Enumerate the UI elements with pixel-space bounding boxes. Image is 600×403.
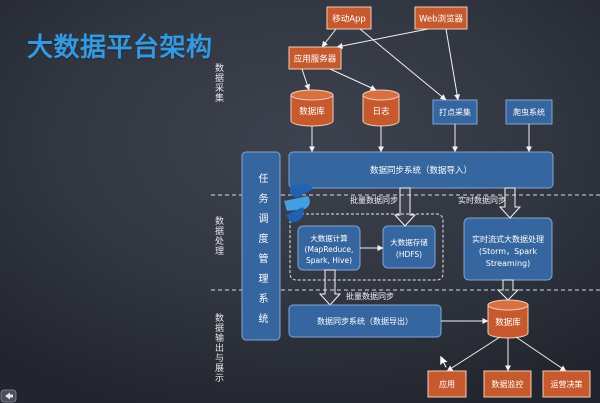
slide-nav-icon[interactable] xyxy=(0,389,17,403)
stream-processing-label-line2: (Storm，Spark xyxy=(479,247,538,256)
scheduler-box xyxy=(241,151,281,341)
monitoring-label: 数据监控 xyxy=(492,379,524,389)
logo-watermark-icon xyxy=(284,184,313,223)
sync-import-label: 数据同步系统（数据导入） xyxy=(370,165,472,176)
crawler-box xyxy=(505,99,553,125)
sync-import-box xyxy=(288,151,554,189)
batch-export-label: 批量数据同步 xyxy=(346,291,394,301)
crawler-node: 爬虫系统 xyxy=(505,99,553,125)
layer-label-collection: 数据采集 xyxy=(213,63,223,103)
log-cylinder xyxy=(362,94,400,127)
operations-decision-box xyxy=(542,370,591,398)
source-database-top xyxy=(290,89,334,101)
application-label: 应用 xyxy=(439,379,455,389)
stream-processing-label-line3: Streaming) xyxy=(486,259,530,268)
event-tracking-label: 打点采集 xyxy=(439,107,471,117)
monitoring-box xyxy=(483,370,532,398)
event-tracking-node: 打点采集 xyxy=(432,99,478,125)
storage-box xyxy=(382,225,436,269)
log-node: 日志 xyxy=(362,89,400,127)
storage-label-line1: 大数据存储 xyxy=(390,237,428,247)
sync-import-node: 数据同步系统（数据导入） xyxy=(288,151,554,189)
block-arrow-compute-to-export xyxy=(318,269,342,306)
batch-compute-label-line2: (MapReduce, xyxy=(305,245,354,254)
batch-compute-node: 大数据计算 (MapReduce, Spark, Hive) xyxy=(297,225,361,271)
block-arrow-stream-to-database xyxy=(496,279,520,301)
web-browser-label: Web浏览器 xyxy=(419,14,464,25)
output-database-node: 数据库 xyxy=(487,299,529,339)
arrow-app-server-to-log xyxy=(329,68,377,91)
output-database-top xyxy=(487,299,529,311)
page-title: 大数据平台架构 xyxy=(27,33,213,63)
app-server-label: 应用服务器 xyxy=(294,54,337,65)
block-arrow-import-to-storage xyxy=(393,187,417,227)
monitoring-node: 数据监控 xyxy=(483,370,532,398)
block-arrow-import-to-stream xyxy=(498,187,522,219)
mobile-app-label: 移动App xyxy=(332,14,366,25)
realtime-import-label: 实时数据同步 xyxy=(458,195,506,205)
app-server-node: 应用服务器 xyxy=(288,46,342,70)
output-database-label: 数据库 xyxy=(495,317,521,328)
arrow-mobile-app-to-event-tracking xyxy=(359,28,447,101)
web-browser-node: Web浏览器 xyxy=(414,6,468,30)
batch-compute-label-line1: 大数据计算 xyxy=(310,233,348,243)
operations-decision-label: 运营决策 xyxy=(551,379,583,389)
mobile-app-box xyxy=(326,6,372,30)
sync-export-node: 数据同步系统（数据导出） xyxy=(288,304,442,338)
arrow-web-browser-to-event-tracking xyxy=(445,28,461,101)
source-database-node: 数据库 xyxy=(290,89,334,127)
batch-compute-label-line3: Spark, Hive) xyxy=(306,256,352,265)
stream-processing-node: 实时流式大数据处理 (Storm，Spark Streaming) xyxy=(463,217,553,281)
log-top xyxy=(362,89,400,101)
source-database-cylinder xyxy=(290,94,334,127)
layer-label-processing: 数据处理 xyxy=(213,216,223,256)
scheduler-label: 任务调度管理系统 xyxy=(256,173,267,333)
mobile-app-node: 移动App xyxy=(326,6,372,30)
log-label: 日志 xyxy=(372,106,390,117)
arrow-mobile-app-to-app-server xyxy=(321,28,337,48)
arrow-database-to-operations xyxy=(515,336,567,372)
batch-import-label: 批量数据同步 xyxy=(350,195,398,205)
arrow-web-browser-to-app-server xyxy=(336,28,429,49)
mouse-cursor-icon xyxy=(439,354,450,369)
output-database-cylinder xyxy=(487,304,529,339)
storage-node: 大数据存储 (HDFS) xyxy=(382,225,436,269)
storage-label-line2: (HDFS) xyxy=(396,250,422,259)
stream-processing-label-line1: 实时流式大数据处理 xyxy=(472,234,544,244)
arrow-app-server-to-database xyxy=(301,68,311,91)
app-server-box xyxy=(288,46,342,70)
batch-processing-group xyxy=(289,213,444,281)
web-browser-box xyxy=(414,6,468,30)
operations-decision-node: 运营决策 xyxy=(542,370,591,398)
application-box xyxy=(427,370,467,398)
arrow-database-to-application xyxy=(446,336,501,372)
application-node: 应用 xyxy=(427,370,467,398)
sync-export-label: 数据同步系统（数据导出） xyxy=(317,316,413,326)
source-database-label: 数据库 xyxy=(299,106,325,117)
crawler-label: 爬虫系统 xyxy=(513,107,545,117)
layer-label-output: 数据输出与展示 xyxy=(213,313,223,383)
